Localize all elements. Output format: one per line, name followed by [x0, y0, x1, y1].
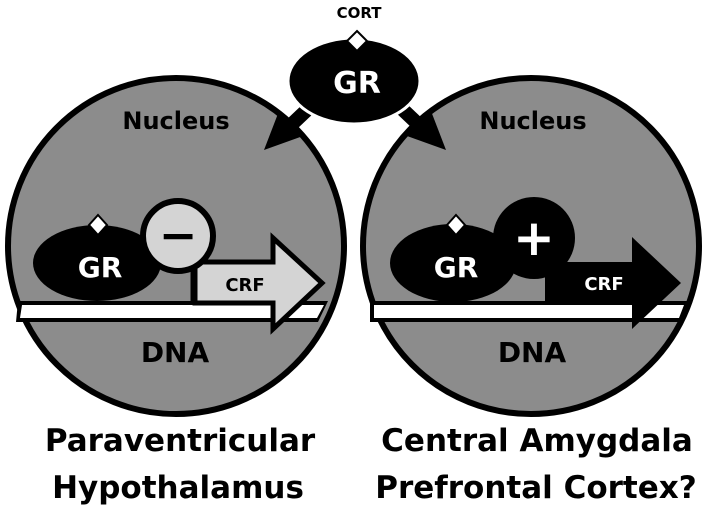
left-dna-label: DNA — [141, 336, 210, 369]
right-nucleus-label: Nucleus — [479, 107, 586, 135]
right-gr-protein — [390, 224, 516, 302]
top-gr-label: GR — [333, 66, 381, 101]
left-translocation-arrowhead — [264, 111, 303, 150]
left-nucleus-label: Nucleus — [122, 107, 229, 135]
right-gr-label: GR — [434, 251, 479, 284]
left-region-line1: Paraventricular — [45, 423, 316, 459]
right-region-line1: Central Amygdala — [381, 423, 693, 459]
left-minus-sign: − — [159, 208, 198, 262]
left-gr-protein — [33, 225, 161, 301]
right-dna-strand — [370, 301, 688, 322]
cytoplasmic-gr-complex: GR CORT — [286, 4, 422, 126]
right-crf-gene-arrow — [545, 237, 681, 329]
left-gr-label: GR — [78, 251, 123, 284]
left-dna-strand — [16, 301, 328, 322]
left-nucleus: Nucleus DNA CRF GR − — [5, 75, 347, 417]
cort-ligand-diamond — [345, 29, 369, 53]
right-plus-sign: + — [513, 209, 555, 267]
left-gr-ligand-diamond — [87, 213, 109, 237]
right-activation-symbol — [493, 197, 575, 279]
right-crf-label: CRF — [584, 274, 623, 295]
right-gr-ligand-diamond — [445, 213, 467, 237]
right-region-line2: Prefrontal Cortex? — [375, 470, 697, 506]
cort-label: CORT — [337, 4, 383, 22]
right-nucleus: Nucleus DNA CRF GR + — [360, 75, 702, 417]
left-region-line2: Hypothalamus — [52, 470, 304, 506]
left-crf-gene-arrow — [192, 232, 326, 335]
right-translocation-arrowhead — [407, 111, 446, 150]
left-repression-symbol — [140, 198, 216, 274]
right-dna-label: DNA — [498, 336, 567, 369]
left-crf-label: CRF — [225, 275, 264, 296]
